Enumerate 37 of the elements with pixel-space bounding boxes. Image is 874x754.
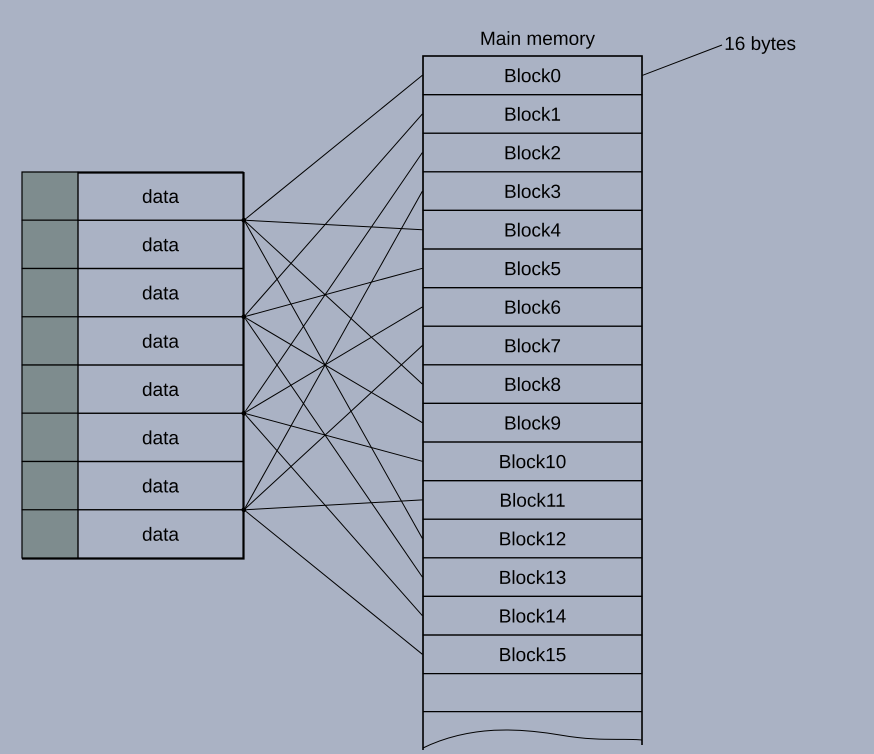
connector-line — [246, 511, 423, 655]
memory-column — [422, 55, 643, 750]
memory-block: Block8 — [422, 364, 643, 404]
connector-line — [245, 152, 423, 412]
connector-line — [246, 220, 423, 230]
memory-block: Block13 — [422, 557, 643, 597]
memory-block: Block5 — [422, 248, 643, 288]
leader-line — [642, 44, 723, 76]
memory-block: Block15 — [422, 634, 643, 674]
connector-line — [246, 74, 423, 219]
connector-line — [245, 318, 423, 578]
connector-line — [245, 113, 423, 316]
connector-line — [246, 318, 423, 424]
memory-block: Block9 — [422, 402, 643, 443]
memory-block: Block10 — [422, 441, 643, 482]
connector-line — [244, 190, 423, 508]
connector-line — [246, 222, 423, 385]
memory-block: Block0 — [422, 55, 643, 96]
connector-line — [246, 413, 423, 462]
connector-line — [244, 222, 423, 539]
connector-line — [246, 306, 423, 412]
memory-block: Block1 — [422, 94, 643, 134]
connector-line — [246, 345, 423, 508]
cache-table — [21, 171, 245, 560]
memory-block: Block6 — [422, 287, 643, 327]
size-label: 16 bytes — [726, 36, 796, 54]
memory-block: Block11 — [422, 480, 643, 520]
memory-block: Block7 — [422, 326, 643, 366]
memory-block: Block2 — [422, 132, 643, 172]
connector-line — [245, 414, 423, 616]
memory-heading: Main memory — [482, 31, 595, 49]
memory-block: Block4 — [422, 210, 643, 250]
memory-block: Block14 — [422, 596, 643, 636]
memory-block: Block3 — [422, 171, 643, 211]
connector-line — [246, 499, 423, 510]
connector-line — [246, 268, 423, 317]
memory-block: Block12 — [422, 518, 643, 558]
